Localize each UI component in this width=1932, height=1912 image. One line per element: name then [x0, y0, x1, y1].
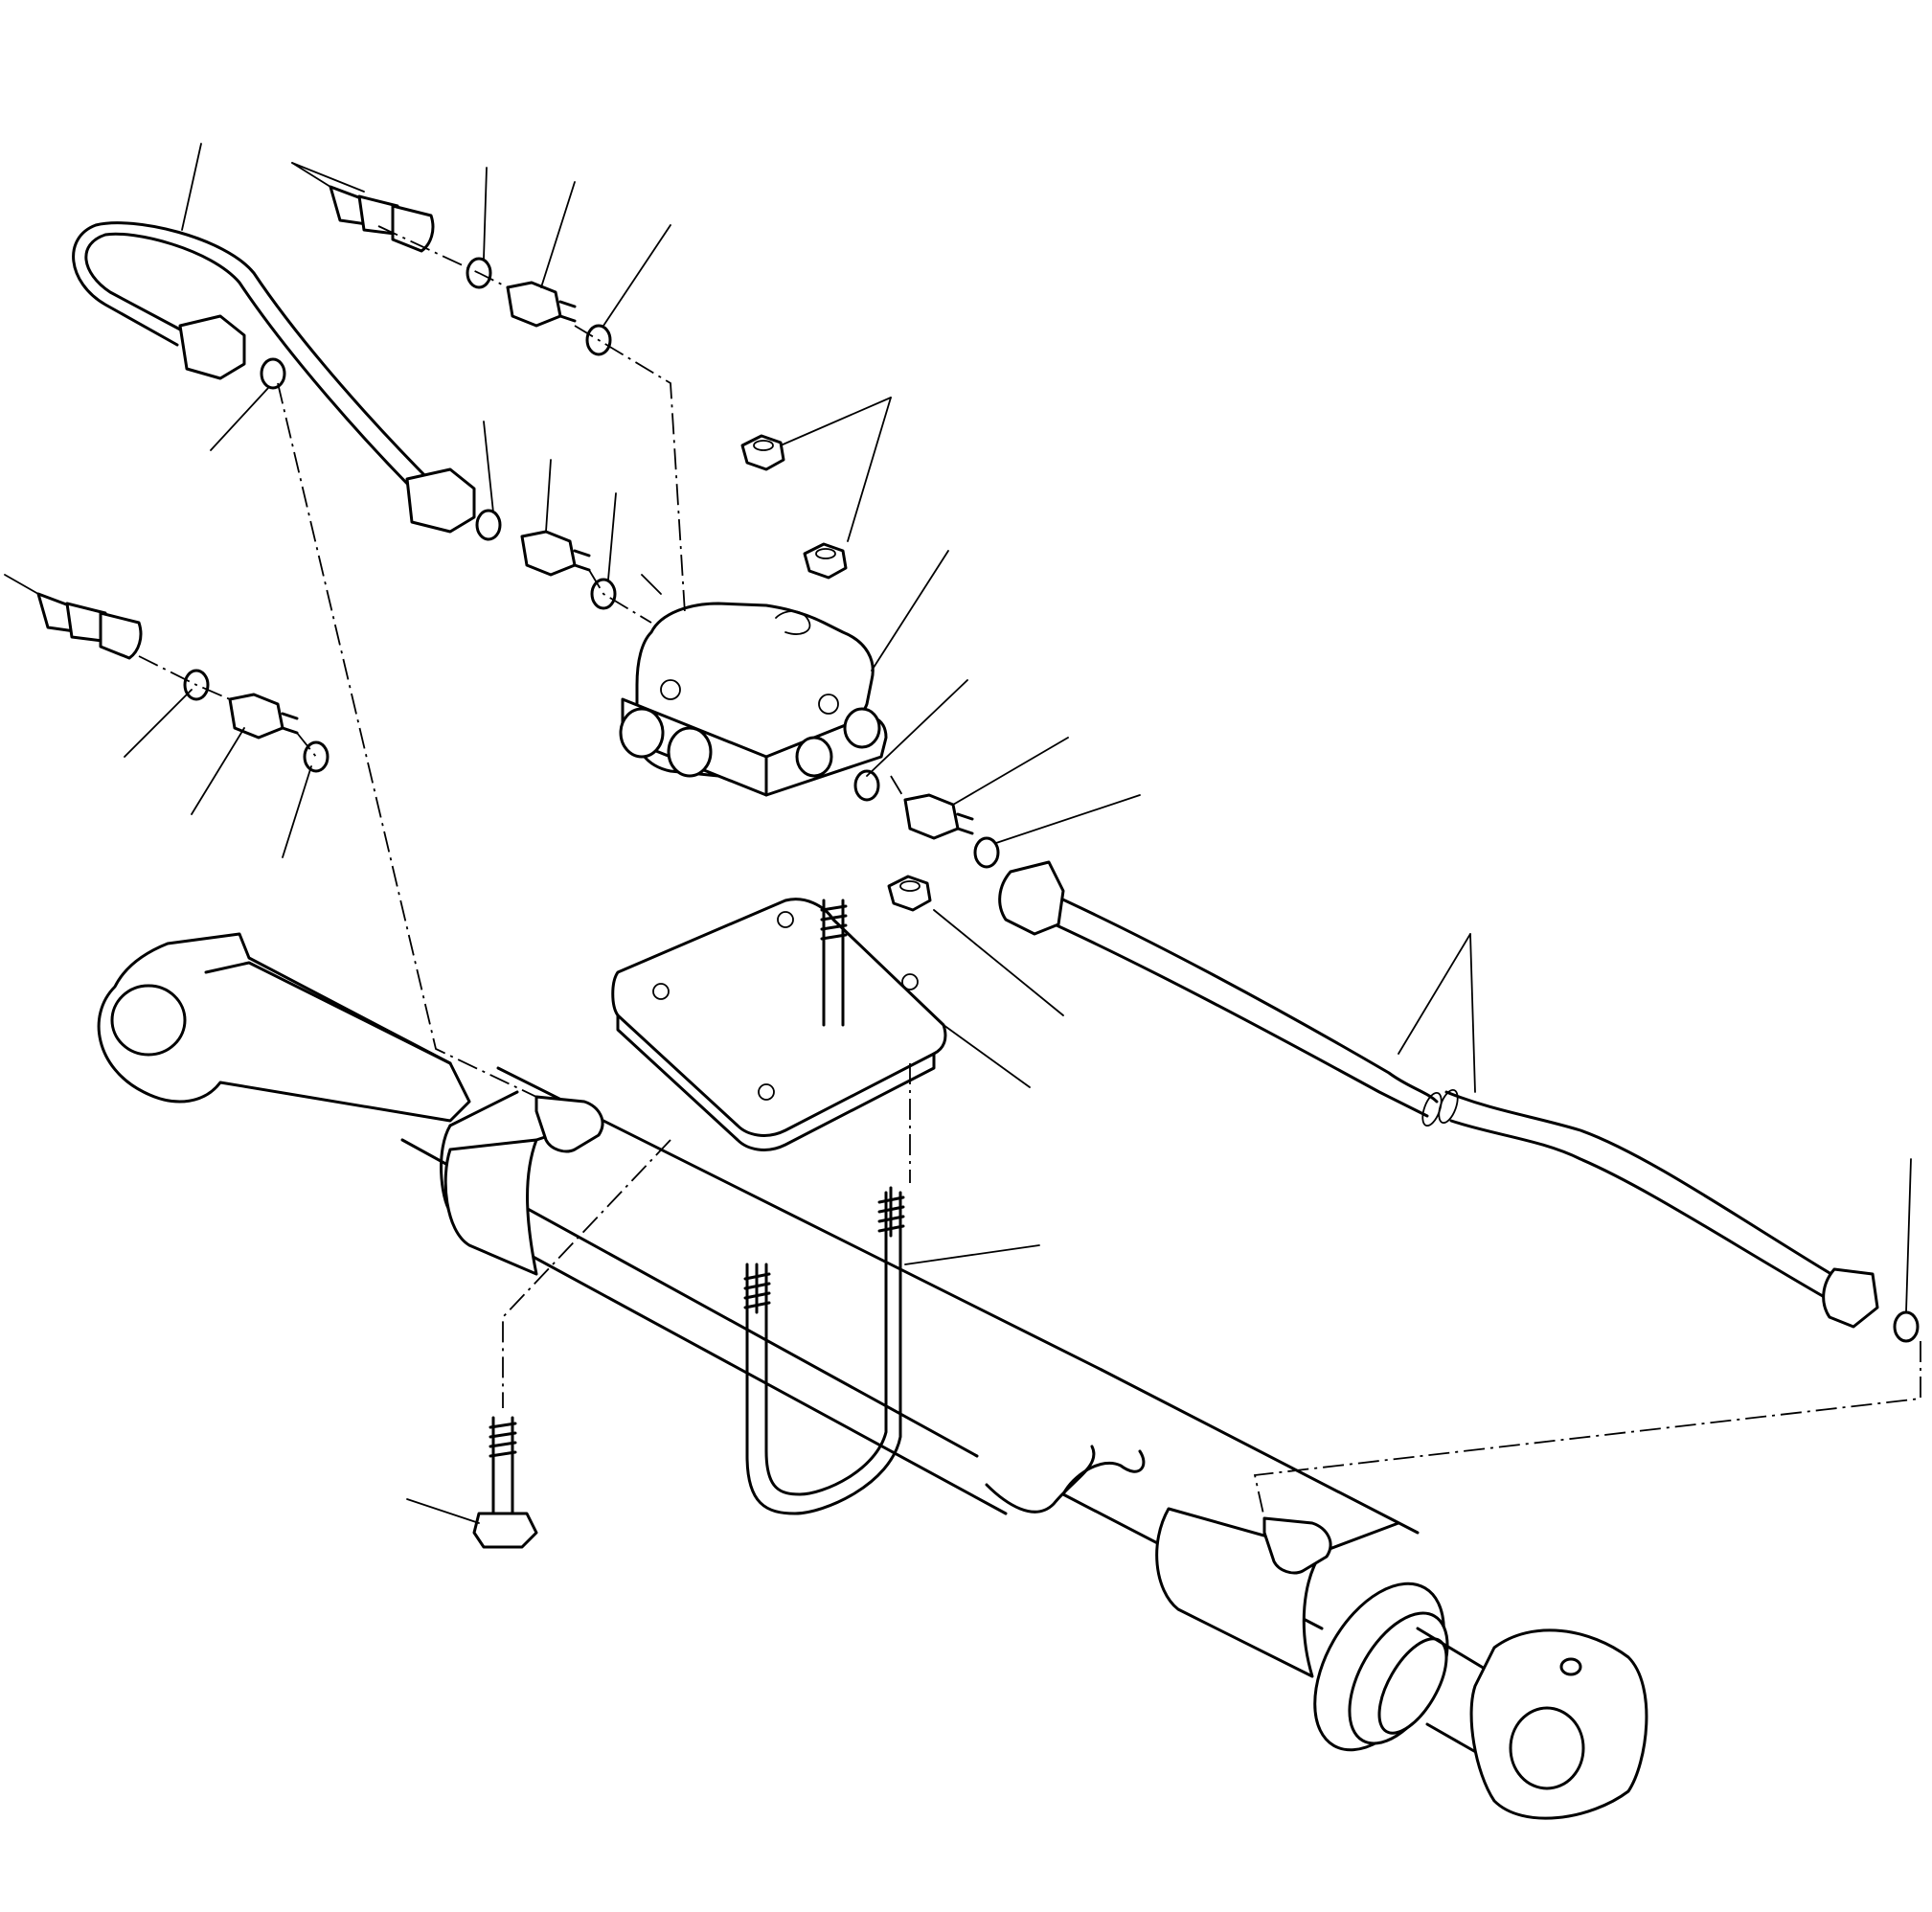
- hex-bolt-bottom: [472, 1416, 538, 1549]
- tube-nut-lower-end: [405, 467, 476, 534]
- o-ring-right-1: [853, 769, 880, 802]
- rod-end-eye-left: [97, 932, 471, 1123]
- tube-nut-upper-end: [178, 314, 246, 380]
- o-ring-top-2: [585, 324, 612, 356]
- adapter-right: [903, 793, 974, 840]
- o-ring-hose-end-right: [1893, 1310, 1920, 1343]
- o-ring-lower-left-1: [183, 669, 210, 701]
- lock-nut-right: [887, 875, 932, 912]
- cylinder-tube: [400, 1066, 1648, 1820]
- lock-nut-top: [740, 434, 785, 471]
- union-top-left: [291, 162, 435, 253]
- hydraulic-cylinder: [97, 932, 1648, 1820]
- union-lower-left: [4, 574, 143, 660]
- o-ring-mid-1: [475, 509, 502, 541]
- o-ring-right-2: [973, 836, 1000, 869]
- adapter-lower-left: [228, 693, 299, 740]
- adapter-mid: [520, 530, 591, 577]
- long-pipe-right: [998, 860, 1879, 1329]
- lock-nut-middle: [803, 542, 848, 580]
- leader-lines: [124, 143, 1912, 1524]
- u-bolt: [743, 1186, 905, 1515]
- o-ring-top-1: [466, 257, 492, 289]
- assembly-centerlines: [138, 225, 1921, 1519]
- port-fitting-right: [1262, 1516, 1332, 1575]
- o-ring-mid-2: [590, 578, 617, 610]
- bent-pipe-upper: [72, 221, 476, 534]
- mounting-plate: [611, 898, 947, 1151]
- o-ring-lower-left-2: [303, 740, 330, 773]
- hose-nut-left: [998, 860, 1065, 936]
- port-fitting-left: [534, 1095, 604, 1153]
- hose-nut-right: [1822, 1267, 1879, 1329]
- o-ring-pipe-end-left: [260, 357, 286, 390]
- adapter-top: [506, 281, 577, 328]
- valve-block: [619, 602, 888, 797]
